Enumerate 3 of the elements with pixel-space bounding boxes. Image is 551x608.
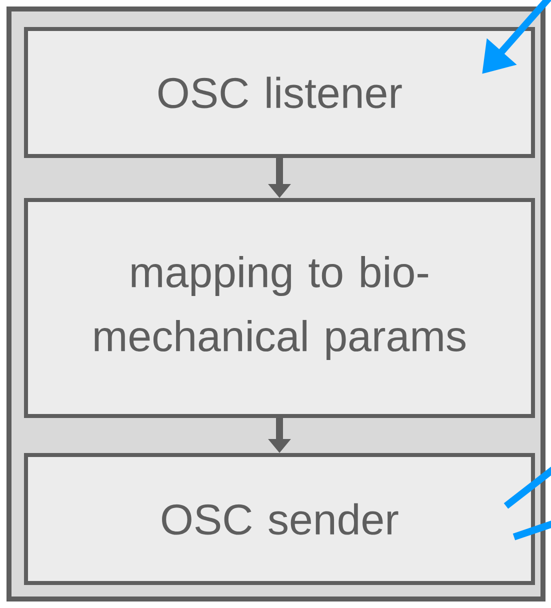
- process-box: OSC listener: [24, 27, 535, 158]
- process-box: OSC sender: [24, 453, 535, 585]
- process-box: mapping to bio-mechanical params: [24, 198, 535, 418]
